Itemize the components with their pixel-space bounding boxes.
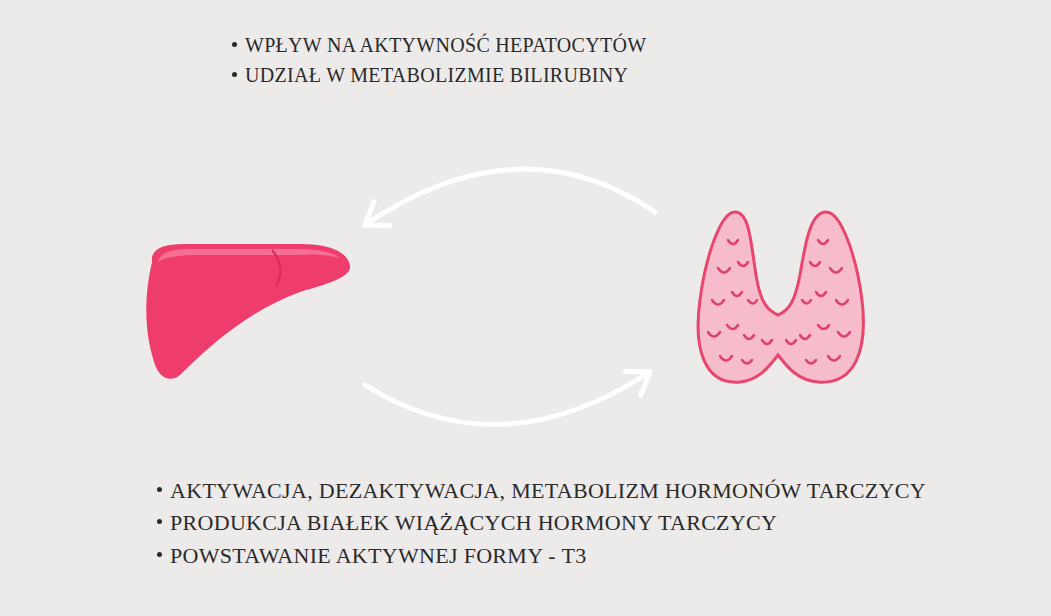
thyroid-illustration xyxy=(698,212,863,382)
cycle-arrows xyxy=(365,169,655,424)
thyroid-shape xyxy=(698,212,863,382)
bullet-dot xyxy=(232,42,237,47)
liver-lobe-line xyxy=(272,250,281,286)
arrow-liver-to-thyroid xyxy=(365,372,650,424)
bullet-text: PRODUKCJA BIAŁEK WIĄŻĄCYCH HORMONY TARCZ… xyxy=(170,508,777,537)
arrow-head xyxy=(365,202,390,226)
bullet-text: WPŁYW NA AKTYWNOŚĆ HEPATOCYTÓW xyxy=(245,32,646,58)
liver-shape xyxy=(146,244,350,379)
arrow-thyroid-to-liver xyxy=(365,169,655,225)
bullet-dot xyxy=(157,487,162,492)
bullet-text: AKTYWACJA, DEZAKTYWACJA, METABOLIZM HORM… xyxy=(170,476,926,505)
bullet-text: UDZIAŁ W METABOLIZMIE BILIRUBINY xyxy=(245,62,628,88)
arrow-head xyxy=(625,371,650,395)
liver-highlight xyxy=(158,249,340,262)
thyroid-texture xyxy=(708,240,850,364)
bullet-text: POWSTAWANIE AKTYWNEJ FORMY - T3 xyxy=(170,541,586,570)
bullet-dot xyxy=(157,519,162,524)
bullet-dot xyxy=(157,552,162,557)
bullet-dot xyxy=(232,72,237,77)
liver-illustration xyxy=(146,244,350,379)
